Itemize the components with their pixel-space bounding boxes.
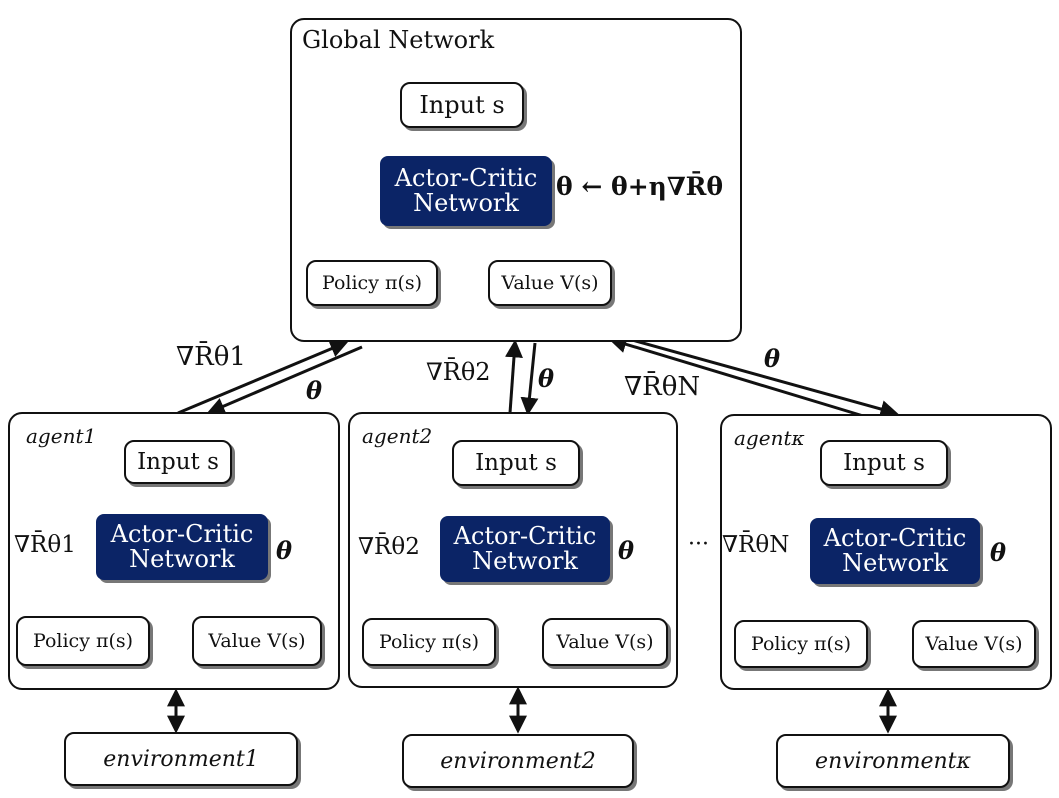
agentN-name: agentκ	[734, 426, 805, 450]
agent2-policy-box: Policy π(s)	[362, 618, 496, 666]
agentN-grad-to-global-arrow	[608, 335, 871, 420]
global-input-box: Input s	[400, 82, 524, 128]
agent1-theta-label: θ	[276, 536, 293, 565]
global-network-title: Global Network	[302, 26, 495, 54]
link-theta-n-label: θ	[764, 344, 781, 373]
agentN-theta-label: θ	[990, 538, 1007, 567]
agentN-ac-line2: Network	[842, 549, 948, 577]
agent1-policy-box: Policy π(s)	[16, 616, 150, 666]
agent2-value-label: Value V(s)	[556, 631, 654, 653]
agent1-name: agent1	[26, 424, 97, 448]
agent1-ac-line1: Actor-Critic	[110, 520, 254, 548]
agent2-theta-label: θ	[618, 536, 635, 565]
environmentN-box: environmentκ	[776, 734, 1010, 788]
ellipsis: ···	[688, 532, 709, 557]
link-grad-2-label: ∇R̄θ2	[426, 358, 491, 386]
global-theta-to-agent1-arrow	[206, 345, 363, 415]
agentN-input-label: Input s	[843, 450, 925, 476]
agent2-ac-line2: Network	[472, 547, 578, 575]
agent2-actor-critic-box: Actor-Critic Network	[440, 516, 610, 582]
environment1-label: environment1	[103, 746, 259, 772]
global-actor-critic-box: Actor-Critic Network	[380, 156, 552, 226]
link-theta-2-label: θ	[538, 364, 555, 393]
link-grad-n-label: ∇R̄θN	[624, 372, 701, 402]
environment2-box: environment2	[402, 734, 634, 788]
environmentN-label: environmentκ	[815, 748, 971, 774]
agentN-policy-label: Policy π(s)	[750, 633, 852, 655]
global-ac-line1: Actor-Critic	[394, 164, 538, 192]
agentN-value-label: Value V(s)	[925, 633, 1023, 655]
agent2-ac-line1: Actor-Critic	[453, 522, 597, 550]
global-update-rule: θ ← θ+η∇R̄θ	[556, 172, 724, 201]
agent1-input-label: Input s	[137, 449, 219, 475]
agentN-policy-box: Policy π(s)	[734, 620, 868, 668]
agent2-name: agent2	[362, 424, 433, 448]
agent1-policy-label: Policy π(s)	[32, 630, 134, 652]
global-value-label: Value V(s)	[501, 272, 599, 294]
global-policy-box: Policy π(s)	[306, 260, 438, 306]
agent1-actor-critic-box: Actor-Critic Network	[96, 514, 268, 580]
agent2-grad-label: ∇R̄θ2	[358, 534, 420, 560]
global-theta-to-agent2-arrow	[520, 342, 539, 416]
agentN-grad-label: ∇R̄θN	[722, 532, 790, 558]
link-theta-1-label: θ	[306, 376, 323, 405]
agent1-grad-to-global-arrow	[177, 340, 349, 415]
link-grad-1-label: ∇R̄θ1	[176, 342, 246, 372]
global-theta-to-agentN-arrow	[624, 336, 899, 418]
agentN-actor-critic-box: Actor-Critic Network	[810, 518, 980, 584]
agentN-input-box: Input s	[820, 440, 948, 486]
agentN-value-box: Value V(s)	[912, 620, 1036, 668]
agent2-input-label: Input s	[475, 450, 557, 476]
global-value-box: Value V(s)	[488, 260, 612, 306]
agent1-value-label: Value V(s)	[208, 630, 306, 652]
global-input-label: Input s	[419, 91, 505, 119]
global-policy-label: Policy π(s)	[321, 272, 423, 294]
agent2-policy-label: Policy π(s)	[378, 631, 480, 653]
agent1-ac-line2: Network	[129, 545, 235, 573]
environment2-label: environment2	[440, 748, 596, 774]
global-ac-line2: Network	[413, 189, 519, 217]
agent1-grad-label: ∇R̄θ1	[14, 532, 76, 558]
agent1-value-box: Value V(s)	[192, 616, 322, 666]
agent2-grad-to-global-arrow	[504, 339, 523, 414]
environment1-box: environment1	[64, 732, 298, 786]
agent2-input-box: Input s	[452, 440, 580, 486]
agent2-value-box: Value V(s)	[542, 618, 668, 666]
agentN-ac-line1: Actor-Critic	[823, 524, 967, 552]
agent1-input-box: Input s	[124, 440, 232, 484]
